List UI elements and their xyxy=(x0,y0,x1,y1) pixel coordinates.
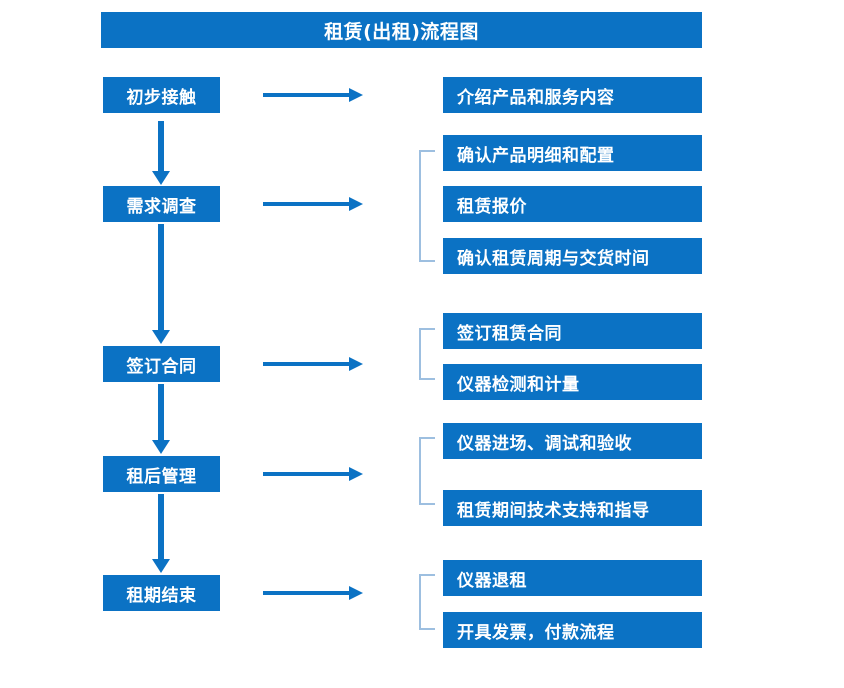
right-arrow-icon xyxy=(263,197,363,211)
down-arrow-icon xyxy=(152,224,170,344)
detail-box-invoice-payment[interactable]: 开具发票，付款流程 xyxy=(443,612,702,648)
detail-box-instrument-inspection[interactable]: 仪器检测和计量 xyxy=(443,364,702,400)
group-bracket-icon xyxy=(419,574,435,630)
page-title: 租赁(出租)流程图 xyxy=(101,12,702,48)
stage-box-rental-end[interactable]: 租期结束 xyxy=(103,575,220,611)
detail-box-rental-quotation[interactable]: 租赁报价 xyxy=(443,186,702,222)
down-arrow-icon xyxy=(152,384,170,454)
stage-box-demand-survey[interactable]: 需求调查 xyxy=(103,186,220,222)
detail-box-sign-rental-contract[interactable]: 签订租赁合同 xyxy=(443,313,702,349)
right-arrow-icon xyxy=(263,88,363,102)
group-bracket-icon xyxy=(419,150,435,262)
group-bracket-icon xyxy=(419,328,435,380)
group-bracket-icon xyxy=(419,437,435,505)
right-arrow-icon xyxy=(263,357,363,371)
detail-box-confirm-product-details[interactable]: 确认产品明细和配置 xyxy=(443,135,702,171)
detail-box-instrument-return[interactable]: 仪器退租 xyxy=(443,560,702,596)
down-arrow-icon xyxy=(152,494,170,573)
stage-box-initial-contact[interactable]: 初步接触 xyxy=(103,77,220,113)
down-arrow-icon xyxy=(152,121,170,185)
stage-box-sign-contract[interactable]: 签订合同 xyxy=(103,346,220,382)
detail-box-instrument-entry-commissioning[interactable]: 仪器进场、调试和验收 xyxy=(443,423,702,459)
right-arrow-icon xyxy=(263,586,363,600)
detail-box-technical-support[interactable]: 租赁期间技术支持和指导 xyxy=(443,490,702,526)
detail-box-confirm-rental-period[interactable]: 确认租赁周期与交货时间 xyxy=(443,238,702,274)
detail-box-introduce-products[interactable]: 介绍产品和服务内容 xyxy=(443,77,702,113)
stage-box-post-rental-management[interactable]: 租后管理 xyxy=(103,456,220,492)
right-arrow-icon xyxy=(263,467,363,481)
